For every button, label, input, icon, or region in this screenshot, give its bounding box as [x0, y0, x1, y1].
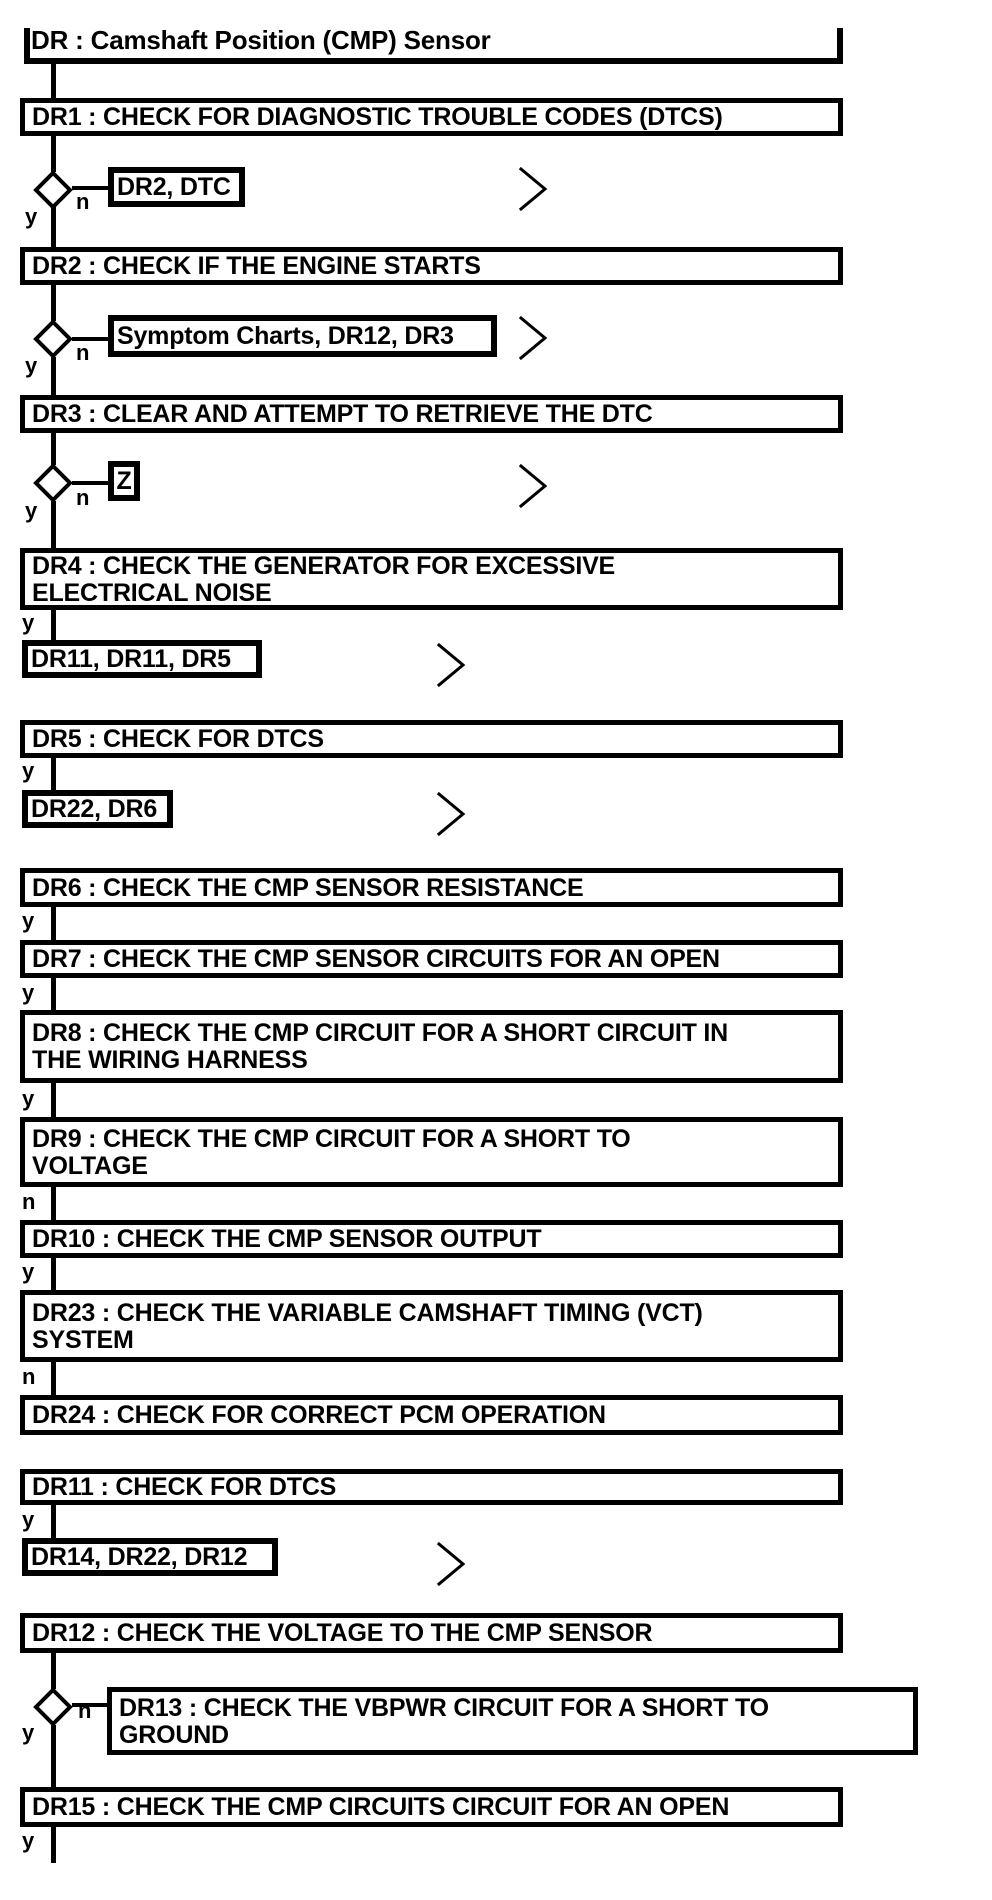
flow-line-vertical: [51, 206, 56, 247]
process-box-dr11: DR11 : CHECK FOR DTCS: [20, 1469, 843, 1505]
flow-line-vertical: [51, 1504, 56, 1540]
branch-label-no: n: [76, 485, 90, 510]
flow-line-horizontal: [72, 481, 110, 485]
flow-line-vertical: [51, 978, 56, 1012]
process-box-dr9-text-line2: VOLTAGE: [32, 1151, 148, 1180]
title-underline: [24, 58, 843, 64]
flow-line-horizontal: [72, 1703, 110, 1707]
branch-label-no: n: [78, 1698, 92, 1723]
flow-line-vertical: [51, 1725, 56, 1787]
flow-line-vertical: [51, 433, 56, 465]
process-box-dr4-text-line2: ELECTRICAL NOISE: [32, 578, 272, 607]
flow-line-vertical: [51, 1362, 56, 1397]
branch-label-yes: y: [22, 758, 35, 783]
flow-line-vertical: [51, 906, 56, 942]
flow-line-vertical: [51, 136, 56, 172]
flow-line-horizontal: [72, 337, 110, 341]
branch-label-yes: y: [22, 1720, 35, 1745]
branch-label-yes: y: [22, 1086, 35, 1111]
process-box-dr13-text-line2: GROUND: [119, 1720, 229, 1749]
title-right-tick: [837, 28, 843, 64]
branch-label-yes: y: [22, 1259, 35, 1284]
chevron-right-icon: [436, 642, 466, 688]
process-box-dr6: DR6 : CHECK THE CMP SENSOR RESISTANCE: [20, 868, 843, 907]
process-box-dr5: DR5 : CHECK FOR DTCS: [20, 720, 843, 758]
process-box-dr4-text-line1: DR4 : CHECK THE GENERATOR FOR EXCESSIVE: [32, 551, 616, 580]
process-box-dr2: DR2 : CHECK IF THE ENGINE STARTS: [20, 247, 843, 285]
process-box-dr13: DR13 : CHECK THE VBPWR CIRCUIT FOR A SHO…: [107, 1687, 918, 1755]
process-box-dr24: DR24 : CHECK FOR CORRECT PCM OPERATION: [20, 1395, 843, 1435]
flow-line-vertical: [51, 501, 56, 548]
branch-label-yes: y: [22, 610, 35, 635]
branch-label-no: n: [76, 340, 90, 365]
process-box-dr1: DR1 : CHECK FOR DIAGNOSTIC TROUBLE CODES…: [20, 98, 843, 136]
goto-box-z: Z: [108, 461, 140, 501]
goto-box-dr2-dtc: DR2, DTC: [108, 167, 245, 207]
branch-label-yes: y: [22, 1828, 35, 1853]
branch-label-no: n: [22, 1189, 36, 1214]
decision-diamond-dr2: [33, 319, 73, 359]
flow-line-vertical: [51, 1187, 56, 1222]
decision-diamond-dr1: [33, 170, 73, 210]
process-box-dr3-text: DR3 : CLEAR AND ATTEMPT TO RETRIEVE THE …: [32, 400, 653, 428]
process-box-dr23-text-line2: SYSTEM: [32, 1325, 134, 1354]
flow-line-horizontal: [72, 186, 110, 190]
chevron-right-icon: [436, 791, 466, 837]
goto-box-dr22-dr6: DR22, DR6: [22, 790, 173, 828]
decision-diamond-dr3: [33, 463, 73, 503]
chevron-right-icon: [518, 463, 548, 509]
branch-label-yes: y: [22, 908, 35, 933]
flow-line-vertical: [51, 1257, 56, 1292]
goto-box-dr14-dr22-dr12: DR14, DR22, DR12: [22, 1538, 278, 1576]
branch-label-yes: y: [22, 1507, 35, 1532]
branch-label-yes: y: [22, 980, 35, 1005]
flow-line-vertical: [51, 285, 56, 321]
flow-line-vertical: [51, 1653, 56, 1689]
branch-label-no: n: [76, 189, 90, 214]
process-box-dr7: DR7 : CHECK THE CMP SENSOR CIRCUITS FOR …: [20, 940, 843, 978]
flow-line-vertical: [51, 357, 56, 397]
process-box-dr9: DR9 : CHECK THE CMP CIRCUIT FOR A SHORT …: [20, 1117, 843, 1187]
process-box-dr8-text-line2: THE WIRING HARNESS: [32, 1046, 308, 1074]
chevron-right-icon: [436, 1541, 466, 1587]
process-box-dr23: DR23 : CHECK THE VARIABLE CAMSHAFT TIMIN…: [20, 1290, 843, 1362]
flow-line-vertical: [51, 64, 56, 98]
process-box-dr15-text: DR15 : CHECK THE CMP CIRCUITS CIRCUIT FO…: [32, 1793, 730, 1821]
title-left-tick: [24, 28, 30, 64]
chevron-right-icon: [518, 166, 548, 212]
process-box-dr11-text: DR11 : CHECK FOR DTCS: [32, 1473, 337, 1501]
branch-label-yes: y: [25, 353, 38, 378]
page-title: DR : Camshaft Position (CMP) Sensor: [31, 25, 491, 55]
process-box-dr1-text: DR1 : CHECK FOR DIAGNOSTIC TROUBLE CODES…: [32, 103, 723, 131]
process-box-dr7-text: DR7 : CHECK THE CMP SENSOR CIRCUITS FOR …: [32, 945, 720, 973]
process-box-dr6-text: DR6 : CHECK THE CMP SENSOR RESISTANCE: [32, 873, 584, 902]
process-box-dr3: DR3 : CLEAR AND ATTEMPT TO RETRIEVE THE …: [20, 395, 843, 433]
process-box-dr24-text: DR24 : CHECK FOR CORRECT PCM OPERATION: [32, 1401, 606, 1429]
process-box-dr2-text: DR2 : CHECK IF THE ENGINE STARTS: [32, 252, 481, 280]
flow-line-vertical: [51, 1827, 56, 1863]
branch-label-no: n: [22, 1364, 36, 1389]
process-box-dr5-text: DR5 : CHECK FOR DTCS: [32, 725, 324, 753]
process-box-dr23-text-line1: DR23 : CHECK THE VARIABLE CAMSHAFT TIMIN…: [32, 1298, 703, 1327]
process-box-dr9-text-line1: DR9 : CHECK THE CMP CIRCUIT FOR A SHORT …: [32, 1124, 631, 1153]
process-box-dr4: DR4 : CHECK THE GENERATOR FOR EXCESSIVE …: [20, 548, 843, 610]
flow-line-vertical: [51, 757, 56, 793]
goto-box-symptom-charts: Symptom Charts, DR12, DR3: [108, 315, 497, 357]
goto-box-dr11-dr11-dr5: DR11, DR11, DR5: [22, 640, 262, 678]
process-box-dr10: DR10 : CHECK THE CMP SENSOR OUTPUT: [20, 1220, 843, 1258]
branch-label-yes: y: [25, 204, 38, 229]
decision-diamond-dr12: [33, 1687, 73, 1727]
process-box-dr15: DR15 : CHECK THE CMP CIRCUITS CIRCUIT FO…: [20, 1787, 843, 1827]
flow-line-vertical: [51, 1083, 56, 1119]
process-box-dr13-text-line1: DR13 : CHECK THE VBPWR CIRCUIT FOR A SHO…: [119, 1693, 769, 1722]
process-box-dr8: DR8 : CHECK THE CMP CIRCUIT FOR A SHORT …: [20, 1010, 843, 1083]
process-box-dr12: DR12 : CHECK THE VOLTAGE TO THE CMP SENS…: [20, 1613, 843, 1653]
flow-line-vertical: [51, 610, 56, 644]
process-box-dr10-text: DR10 : CHECK THE CMP SENSOR OUTPUT: [32, 1225, 542, 1253]
chevron-right-icon: [518, 315, 548, 361]
process-box-dr8-text-line1: DR8 : CHECK THE CMP CIRCUIT FOR A SHORT …: [32, 1019, 729, 1047]
branch-label-yes: y: [25, 498, 38, 523]
process-box-dr12-text: DR12 : CHECK THE VOLTAGE TO THE CMP SENS…: [32, 1619, 653, 1647]
